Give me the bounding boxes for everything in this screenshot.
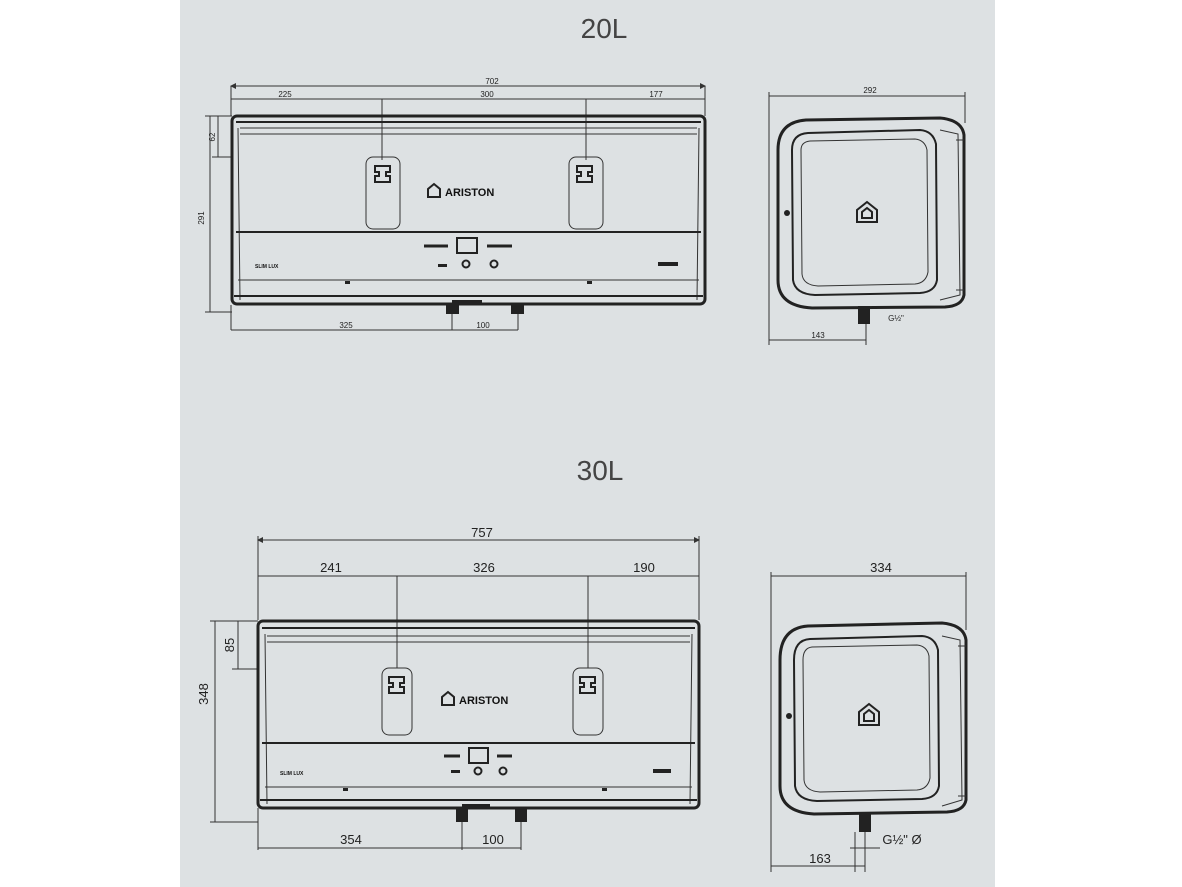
brand-logo-20l: ARISTON: [445, 187, 494, 199]
dim-30l-bottom-left: 354: [340, 832, 362, 847]
dim-30l-left: 241: [320, 560, 342, 575]
dim-20l-height: 291: [197, 211, 206, 225]
front-view-30l: 757 241 326 190 85 348 ARISTON: [196, 525, 701, 850]
dim-20l-pipe-offset: 143: [811, 331, 825, 340]
side-view-20l: 292 143 G½": [768, 86, 966, 345]
dim-30l-depth: 334: [870, 560, 892, 575]
dim-30l-mid: 326: [473, 560, 495, 575]
dim-20l-bottom-left: 325: [339, 321, 353, 330]
title-30l: 30L: [577, 455, 624, 486]
model-badge-30l: SLIM LUX: [280, 771, 304, 777]
dim-20l-thread: G½": [888, 314, 904, 323]
dim-20l-right: 177: [649, 90, 663, 99]
dim-20l-left: 225: [278, 90, 292, 99]
dim-30l-thread: G½" Ø: [882, 832, 921, 847]
title-20l: 20L: [581, 13, 628, 44]
model-badge-20l: SLIM LUX: [255, 264, 279, 270]
dim-20l-depth: 292: [863, 86, 877, 95]
dim-30l-width: 757: [471, 525, 493, 540]
dim-30l-right: 190: [633, 560, 655, 575]
dim-30l-height: 348: [196, 683, 211, 705]
dim-20l-pipe: 100: [476, 321, 490, 330]
dim-20l-width: 702: [485, 77, 499, 86]
dim-30l-top-offset: 85: [222, 638, 237, 652]
dim-30l-pipe: 100: [482, 832, 504, 847]
side-view-30l: 334 163 G½" Ø: [770, 560, 968, 872]
dim-20l-mid: 300: [480, 90, 494, 99]
front-view-20l: 702 225 300 177 62 291 ARISTON: [197, 77, 707, 331]
dim-20l-top-offset: 62: [208, 132, 217, 141]
drawing-panel: [180, 0, 995, 887]
dim-30l-pipe-offset: 163: [809, 851, 831, 866]
brand-logo-30l: ARISTON: [459, 695, 508, 707]
